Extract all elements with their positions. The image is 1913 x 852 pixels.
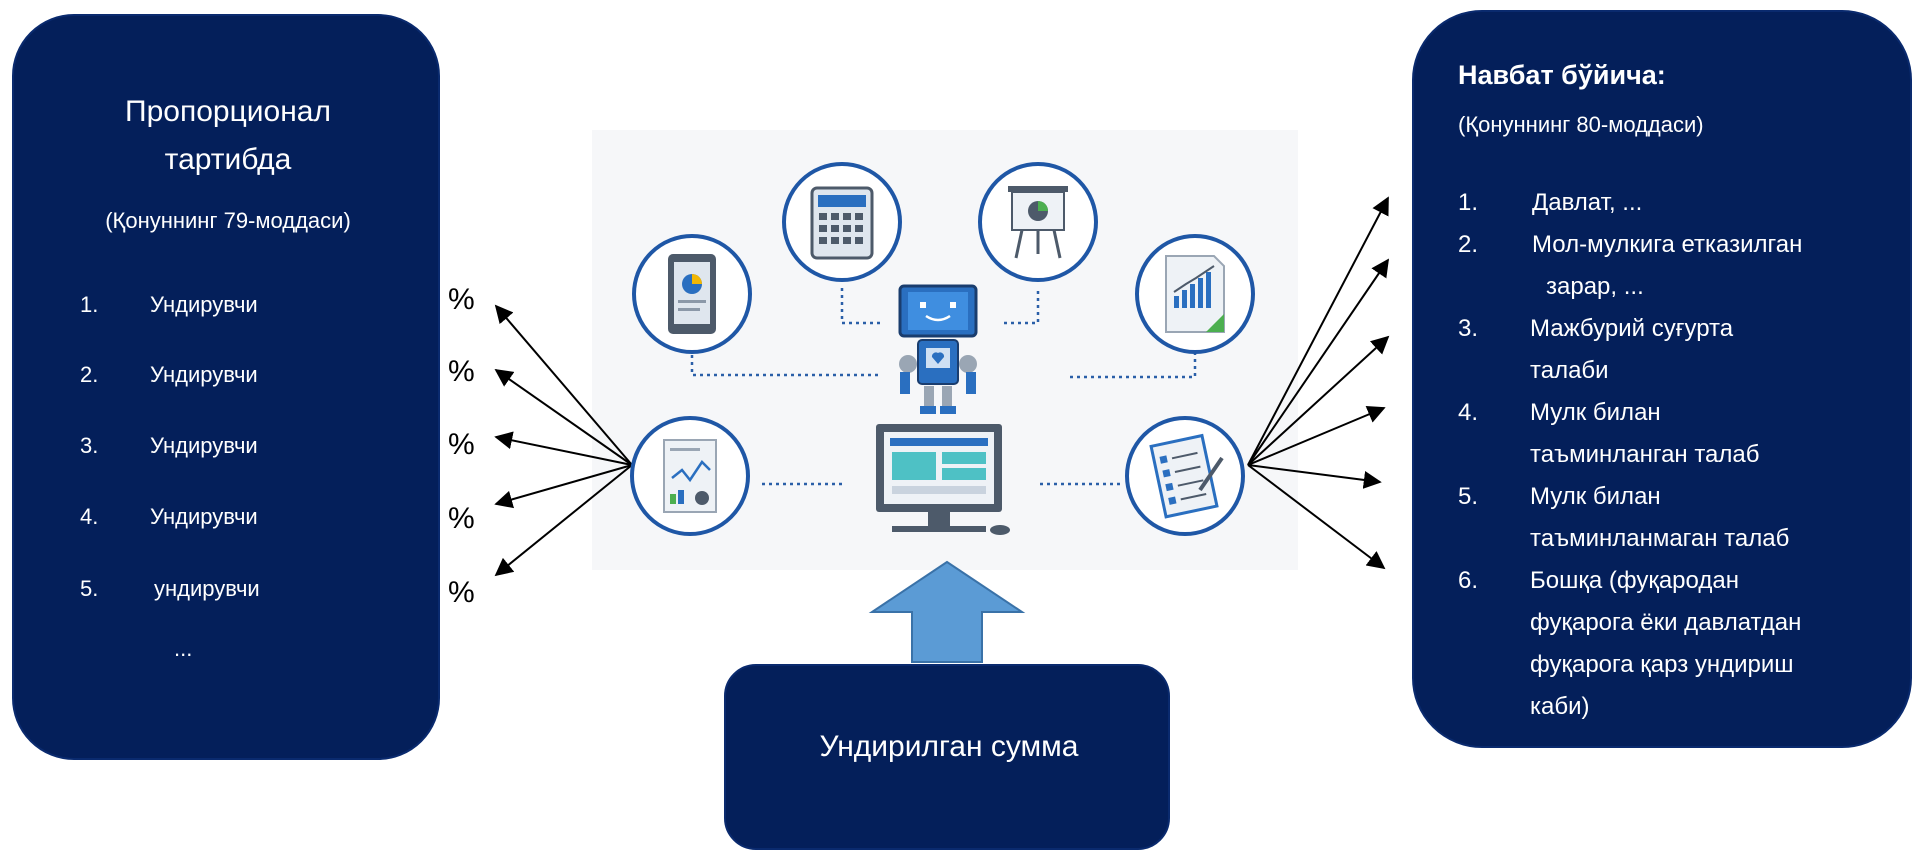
presentation-board-icon — [978, 162, 1098, 282]
list-item-label: Ундирувчи — [150, 362, 258, 387]
priority-order-panel: Навбат бўйича: (Қонуннинг 80-моддаси) 1.… — [1412, 10, 1912, 748]
list-item-line: таъминланган талаб — [1530, 441, 1760, 468]
list-item-line: зарар, ... — [1546, 273, 1644, 300]
tablet-pie-chart-icon — [632, 234, 752, 354]
list-ellipsis: ... — [174, 636, 193, 661]
list-item-line: каби) — [1530, 693, 1590, 720]
list-item-label: ундирувчи — [154, 576, 260, 601]
proportional-order-panel: Пропорционал тартибда (Қонуннинг 79-модд… — [12, 14, 440, 760]
list-item-line: Бошқа (фуқародан — [1530, 567, 1739, 594]
list-item-number: 3. — [80, 433, 99, 458]
computer-monitor-icon — [876, 424, 1010, 535]
percent-label: % — [448, 283, 475, 316]
list-item-line: таъминланмаган талаб — [1530, 525, 1790, 552]
document-bar-chart-icon — [1135, 234, 1255, 354]
list-item-line: талаби — [1530, 357, 1609, 384]
list-item: 2. Ундирувчи — [80, 362, 258, 388]
collected-amount-label: Ундирилган сумма — [819, 730, 1079, 763]
list-item-line: Мол-мулкига етказилган — [1532, 231, 1803, 258]
checklist-icon — [1125, 416, 1245, 536]
dotted-connectors — [690, 288, 1197, 486]
percent-label: % — [448, 576, 475, 609]
panel-title: Навбат бўйича: — [1458, 60, 1666, 90]
collected-amount-box: Ундирилган сумма — [724, 664, 1170, 850]
percent-label: % — [448, 355, 475, 388]
list-item: 5. ундирувчи — [80, 576, 260, 602]
list-item-number: 2. — [1458, 231, 1479, 258]
list-item: 3. Ундирувчи — [80, 433, 258, 459]
list-item-number: 1. — [1458, 189, 1479, 216]
list-item: 1. Ундирувчи — [80, 292, 258, 318]
list-item-line: Мулк билан — [1530, 483, 1661, 510]
list-item-number: 5. — [80, 576, 99, 601]
list-item-label: Ундирувчи — [150, 292, 258, 317]
calculator-icon — [782, 162, 902, 282]
list-item-number: 2. — [80, 362, 99, 387]
list-item-number: 4. — [1458, 399, 1479, 426]
up-arrow-icon — [868, 560, 1026, 663]
list-item-line: Мулк билан — [1530, 399, 1661, 426]
robot-icon — [898, 284, 978, 414]
panel-subtitle: (Қонуннинг 80-моддаси) — [1458, 112, 1704, 137]
list-item-line: фуқарога қарз ундириш — [1530, 651, 1794, 678]
panel-subtitle: (Қонуннинг 79-моддаси) — [105, 208, 351, 233]
panel-title-line1: Пропорционал — [125, 95, 331, 128]
list-item-number: 3. — [1458, 315, 1479, 342]
list-item-label: Ундирувчи — [150, 504, 258, 529]
list-item-number: 6. — [1458, 567, 1479, 594]
percent-label: % — [448, 428, 475, 461]
list-item-line: Давлат, ... — [1532, 189, 1643, 216]
list-item-number: 4. — [80, 504, 99, 529]
panel-title-line2: тартибда — [164, 143, 292, 176]
list-item-label: Ундирувчи — [150, 433, 258, 458]
list-item: 4. Ундирувчи — [80, 504, 258, 530]
percent-label: % — [448, 502, 475, 535]
report-chart-icon — [630, 416, 750, 536]
left-distribution-arrows — [494, 304, 633, 577]
list-item-number: 5. — [1458, 483, 1479, 510]
list-item-line: Мажбурий суғурта — [1530, 315, 1734, 342]
list-item-line: фуқарога ёки давлатдан — [1530, 609, 1802, 636]
right-distribution-arrows — [1247, 196, 1390, 570]
list-item-number: 1. — [80, 292, 99, 317]
